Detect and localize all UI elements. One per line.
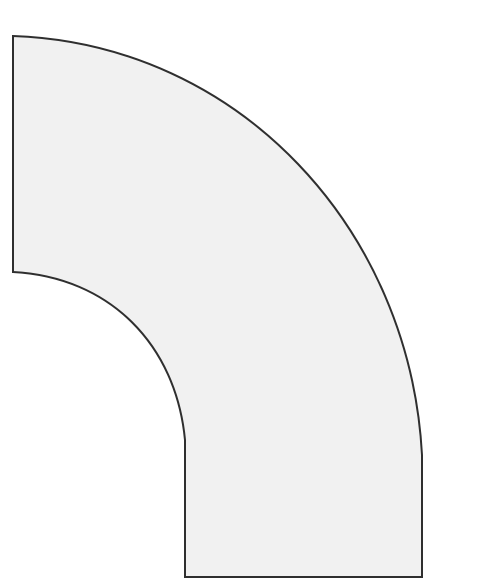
- pipe-bend-shape: [12, 34, 423, 578]
